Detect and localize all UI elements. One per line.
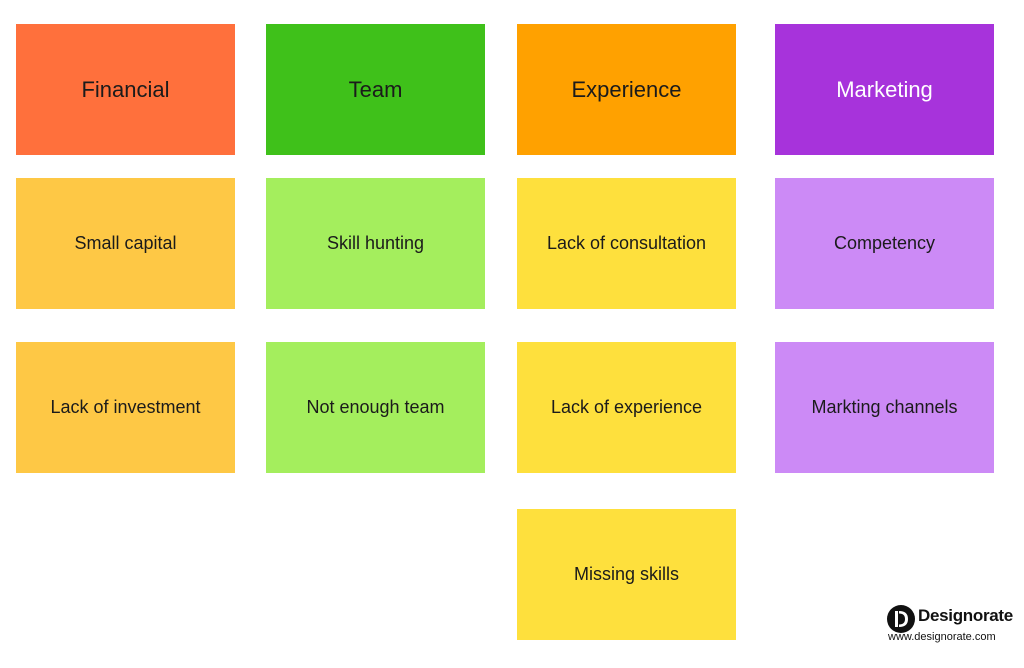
column-header-label: Financial [81,76,170,102]
sticky-note: Skill hunting [266,178,485,309]
column-header-marketing: Marketing [775,24,994,155]
sticky-note-label: Lack of investment [50,397,201,417]
column-header-label: Team [348,76,403,102]
sticky-note-label: Competency [833,233,936,253]
logo-name: Designorate [918,606,1013,625]
column-header-experience: Experience [517,24,736,155]
sticky-note: Missing skills [517,509,736,640]
designorate-logo: Designorate www.designorate.com [886,604,1013,648]
sticky-note-label: Lack of consultation [546,233,707,253]
sticky-note-label: Missing skills [573,564,679,584]
column-header-team: Team [266,24,485,155]
designorate-d-logo-icon [887,605,915,633]
sticky-note-label: Skill hunting [326,233,425,253]
column-header-label: Marketing [836,76,933,102]
sticky-note: Lack of experience [517,342,736,473]
sticky-note: Lack of consultation [517,178,736,309]
logo-url: www.designorate.com [888,631,996,643]
sticky-note-label: Markting channels [811,397,958,417]
sticky-note: Markting channels [775,342,994,473]
sticky-note: Competency [775,178,994,309]
sticky-note: Not enough team [266,342,485,473]
column-header-label: Experience [571,76,682,102]
sticky-note: Small capital [16,178,235,309]
sticky-note: Lack of investment [16,342,235,473]
sticky-note-label: Lack of experience [550,397,703,417]
sticky-note-label: Not enough team [306,397,445,417]
column-header-financial: Financial [16,24,235,155]
sticky-note-label: Small capital [74,233,177,253]
